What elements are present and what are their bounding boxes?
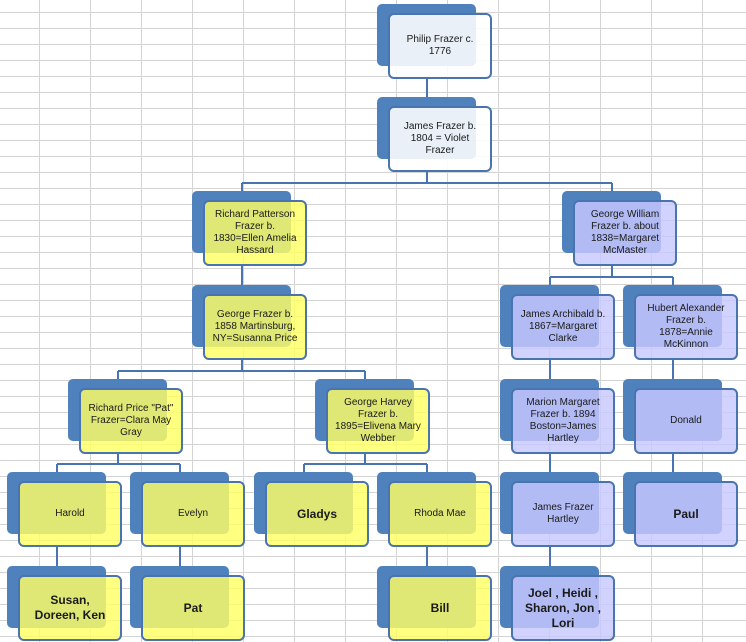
node-label: James Frazer b. 1804 = Violet Frazer bbox=[403, 121, 477, 156]
node-box: Rhoda Mae bbox=[388, 481, 492, 547]
node-box: James Archibald b. 1867=Margaret Clarke bbox=[511, 294, 615, 360]
node-box: Bill bbox=[388, 575, 492, 641]
person-node-evelyn[interactable]: Evelyn bbox=[130, 472, 245, 547]
person-node-george1858[interactable]: George Frazer b. 1858 Martinsburg, NY=Su… bbox=[192, 285, 307, 360]
node-label: James Archibald b. 1867=Margaret Clarke bbox=[520, 309, 606, 344]
person-node-susan[interactable]: Susan, Doreen, Ken bbox=[7, 566, 122, 641]
node-box: George Harvey Frazer b. 1895=Elivena Mar… bbox=[326, 388, 430, 454]
node-box: Joel , Heidi , Sharon, Jon , Lori bbox=[511, 575, 615, 641]
node-box: Donald bbox=[634, 388, 738, 454]
person-node-pat[interactable]: Pat bbox=[130, 566, 245, 641]
person-node-georgewilliam[interactable]: George William Frazer b. about 1838=Marg… bbox=[562, 191, 677, 266]
node-box: Pat bbox=[141, 575, 245, 641]
node-label: Evelyn bbox=[177, 508, 208, 519]
node-label: Paul bbox=[673, 506, 699, 521]
node-label: Pat bbox=[183, 600, 203, 615]
person-node-georgeharvey[interactable]: George Harvey Frazer b. 1895=Elivena Mar… bbox=[315, 379, 430, 454]
person-node-hubert[interactable]: Hubert Alexander Frazer b. 1878=Annie Mc… bbox=[623, 285, 738, 360]
person-node-gladys[interactable]: Gladys bbox=[254, 472, 369, 547]
node-box: Harold bbox=[18, 481, 122, 547]
node-label: Hubert Alexander Frazer b. 1878=Annie Mc… bbox=[647, 303, 725, 350]
node-label: Joel , Heidi , Sharon, Jon , Lori bbox=[524, 585, 601, 630]
node-box: Richard Price "Pat" Frazer=Clara May Gra… bbox=[79, 388, 183, 454]
node-label: George Harvey Frazer b. 1895=Elivena Mar… bbox=[335, 397, 421, 444]
node-box: Richard Patterson Frazer b. 1830=Ellen A… bbox=[203, 200, 307, 266]
node-label: Richard Patterson Frazer b. 1830=Ellen A… bbox=[213, 209, 297, 256]
node-box: Gladys bbox=[265, 481, 369, 547]
person-node-richardpat[interactable]: Richard Price "Pat" Frazer=Clara May Gra… bbox=[68, 379, 183, 454]
node-label: Philip Frazer c. 1776 bbox=[406, 34, 474, 57]
person-node-bill[interactable]: Bill bbox=[377, 566, 492, 641]
node-label: George Frazer b. 1858 Martinsburg, NY=Su… bbox=[212, 309, 298, 344]
person-node-james1804[interactable]: James Frazer b. 1804 = Violet Frazer bbox=[377, 97, 492, 172]
person-node-harold[interactable]: Harold bbox=[7, 472, 122, 547]
person-node-jamesarchibald[interactable]: James Archibald b. 1867=Margaret Clarke bbox=[500, 285, 615, 360]
node-box: James Frazer b. 1804 = Violet Frazer bbox=[388, 106, 492, 172]
person-node-joel[interactable]: Joel , Heidi , Sharon, Jon , Lori bbox=[500, 566, 615, 641]
node-box: Paul bbox=[634, 481, 738, 547]
node-label: Donald bbox=[670, 415, 702, 426]
node-box: George Frazer b. 1858 Martinsburg, NY=Su… bbox=[203, 294, 307, 360]
node-box: Marion Margaret Frazer b. 1894 Boston=Ja… bbox=[511, 388, 615, 454]
person-node-richard1830[interactable]: Richard Patterson Frazer b. 1830=Ellen A… bbox=[192, 191, 307, 266]
node-label: Rhoda Mae bbox=[414, 508, 466, 519]
node-box: Susan, Doreen, Ken bbox=[18, 575, 122, 641]
node-label: Bill bbox=[430, 600, 450, 615]
node-label: Susan, Doreen, Ken bbox=[34, 593, 106, 622]
node-label: James Frazer Hartley bbox=[532, 502, 594, 525]
node-box: James Frazer Hartley bbox=[511, 481, 615, 547]
person-node-rhodamae[interactable]: Rhoda Mae bbox=[377, 472, 492, 547]
person-node-jameshartley[interactable]: James Frazer Hartley bbox=[500, 472, 615, 547]
person-node-paul[interactable]: Paul bbox=[623, 472, 738, 547]
node-label: George William Frazer b. about 1838=Marg… bbox=[590, 209, 660, 256]
node-label: Gladys bbox=[296, 506, 338, 521]
node-box: Evelyn bbox=[141, 481, 245, 547]
node-label: Marion Margaret Frazer b. 1894 Boston=Ja… bbox=[526, 397, 600, 444]
node-box: George William Frazer b. about 1838=Marg… bbox=[573, 200, 677, 266]
node-box: Hubert Alexander Frazer b. 1878=Annie Mc… bbox=[634, 294, 738, 360]
person-node-philip[interactable]: Philip Frazer c. 1776 bbox=[377, 4, 492, 79]
node-label: Harold bbox=[55, 508, 85, 519]
person-node-marion[interactable]: Marion Margaret Frazer b. 1894 Boston=Ja… bbox=[500, 379, 615, 454]
person-node-donald[interactable]: Donald bbox=[623, 379, 738, 454]
node-label: Richard Price "Pat" Frazer=Clara May Gra… bbox=[88, 403, 174, 438]
node-box: Philip Frazer c. 1776 bbox=[388, 13, 492, 79]
